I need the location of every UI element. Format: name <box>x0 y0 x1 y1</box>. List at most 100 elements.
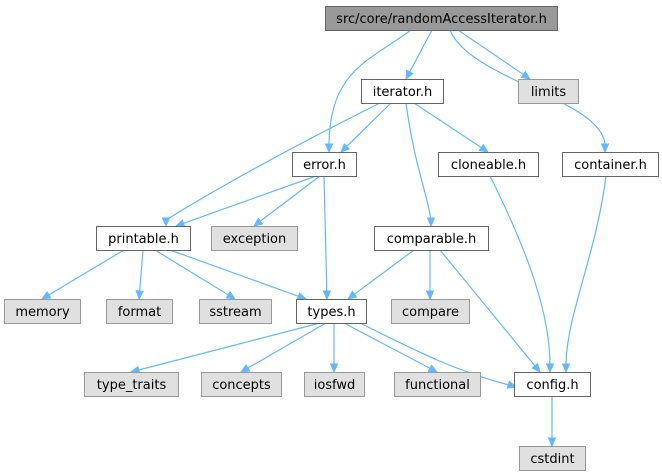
node-label-root: src/core/randomAccessIterator.h <box>336 12 547 27</box>
edge-types-to-config <box>359 322 510 386</box>
arrowhead-types-to-concepts <box>239 364 251 373</box>
arrowhead-iterator-to-printable <box>161 217 171 228</box>
arrowhead-printable-to-memory <box>40 290 52 300</box>
node-box-format <box>106 299 173 324</box>
node-label-functional: functional <box>405 378 470 393</box>
node-cstdint: cstdint <box>519 446 586 471</box>
edge-comparable-to-config <box>439 249 537 367</box>
node-box-cloneable <box>438 152 539 177</box>
arrowhead-comparable-to-config <box>531 362 541 373</box>
node-error[interactable]: error.h <box>292 152 357 177</box>
arrowhead-types-to-config <box>506 380 518 389</box>
arrowhead-root-to-limits <box>520 70 532 80</box>
edge-printable-to-sstream <box>154 249 230 296</box>
node-box-config <box>514 372 591 397</box>
node-printable[interactable]: printable.h <box>96 226 191 251</box>
node-box-concepts <box>201 372 282 397</box>
arrowhead-comparable-to-types <box>346 290 358 300</box>
node-box-types <box>296 299 367 324</box>
edge-types-to-functional <box>343 322 432 370</box>
edge-root-to-limits <box>457 29 525 76</box>
edge-printable-to-format <box>138 249 144 293</box>
node-label-compare: compare <box>402 305 459 320</box>
node-box-error <box>292 152 357 177</box>
node-label-iosfwd: iosfwd <box>314 378 356 393</box>
node-types[interactable]: types.h <box>296 299 367 324</box>
arrowhead-container-to-config <box>561 363 571 374</box>
edge-iterator-to-comparable <box>405 102 432 221</box>
node-limits: limits <box>518 79 579 104</box>
node-box-compare <box>391 299 470 324</box>
arrowhead-comparable-to-compare <box>425 290 435 301</box>
node-box-type_traits <box>84 372 179 397</box>
arrowhead-cloneable-to-config <box>545 363 555 374</box>
node-format: format <box>106 299 173 324</box>
edge-types-to-concepts <box>246 322 327 370</box>
node-box-exception <box>211 226 298 251</box>
edge-error-to-types <box>323 175 328 293</box>
node-exception: exception <box>211 226 298 251</box>
arrowhead-printable-to-types <box>296 292 308 301</box>
node-type_traits: type_traits <box>84 372 179 397</box>
node-iterator[interactable]: iterator.h <box>361 79 444 104</box>
node-label-iterator: iterator.h <box>373 85 433 100</box>
node-comparable[interactable]: comparable.h <box>374 226 489 251</box>
node-label-sstream: sstream <box>209 305 261 320</box>
node-box-sstream <box>199 299 272 324</box>
arrowhead-printable-to-sstream <box>225 290 237 300</box>
node-box-printable <box>96 226 191 251</box>
node-label-format: format <box>118 305 161 320</box>
arrowhead-types-to-iosfwd <box>329 363 339 374</box>
node-cloneable[interactable]: cloneable.h <box>438 152 539 177</box>
arrowhead-root-to-container <box>600 143 610 154</box>
arrowhead-root-to-error <box>324 143 334 154</box>
arrowhead-error-to-exception <box>253 217 264 227</box>
edge-printable-to-types <box>169 249 300 298</box>
node-label-comparable: comparable.h <box>387 232 477 247</box>
node-box-container <box>562 152 659 177</box>
node-label-cstdint: cstdint <box>530 452 574 467</box>
arrowhead-printable-to-format <box>135 290 144 301</box>
node-label-memory: memory <box>15 305 70 320</box>
node-functional: functional <box>394 372 481 397</box>
edge-iterator-to-error <box>345 102 392 148</box>
edge-iterator-to-printable <box>165 102 381 221</box>
node-root: src/core/randomAccessIterator.h <box>325 6 558 31</box>
edge-root-to-iterator <box>408 29 433 74</box>
arrowhead-iterator-to-error <box>340 143 351 153</box>
arrowhead-config-to-cstdint <box>547 437 557 448</box>
edges-layer <box>40 29 610 448</box>
edge-printable-to-memory <box>47 249 125 296</box>
node-box-cstdint <box>519 446 586 471</box>
edge-comparable-to-types <box>353 249 415 296</box>
nodes-layer: src/core/randomAccessIterator.h iterator.… <box>4 6 659 471</box>
node-label-config: config.h <box>526 378 578 393</box>
node-label-types: types.h <box>307 305 355 320</box>
node-compare: compare <box>391 299 470 324</box>
node-concepts: concepts <box>201 372 282 397</box>
node-container[interactable]: container.h <box>562 152 659 177</box>
edge-root-to-error <box>328 29 412 147</box>
node-label-limits: limits <box>531 85 567 100</box>
node-box-iterator <box>361 79 444 104</box>
arrowhead-iterator-to-cloneable <box>478 143 490 153</box>
node-box-comparable <box>374 226 489 251</box>
node-box-limits <box>518 79 579 104</box>
edge-types-to-type_traits <box>137 322 321 371</box>
arrowhead-error-to-types <box>322 290 332 301</box>
edge-cloneable-to-config <box>489 175 551 367</box>
node-config[interactable]: config.h <box>514 372 591 397</box>
node-iosfwd: iosfwd <box>304 372 365 397</box>
node-label-printable: printable.h <box>108 232 179 247</box>
node-label-container: container.h <box>574 158 647 173</box>
edge-error-to-exception <box>259 175 321 223</box>
node-box-functional <box>394 372 481 397</box>
node-label-concepts: concepts <box>212 378 271 393</box>
node-label-cloneable: cloneable.h <box>451 158 526 173</box>
node-box-memory <box>4 299 81 324</box>
arrowhead-types-to-functional <box>427 364 439 373</box>
edge-error-to-printable <box>182 175 317 225</box>
node-sstream: sstream <box>199 299 272 324</box>
arrowhead-error-to-printable <box>174 219 186 228</box>
